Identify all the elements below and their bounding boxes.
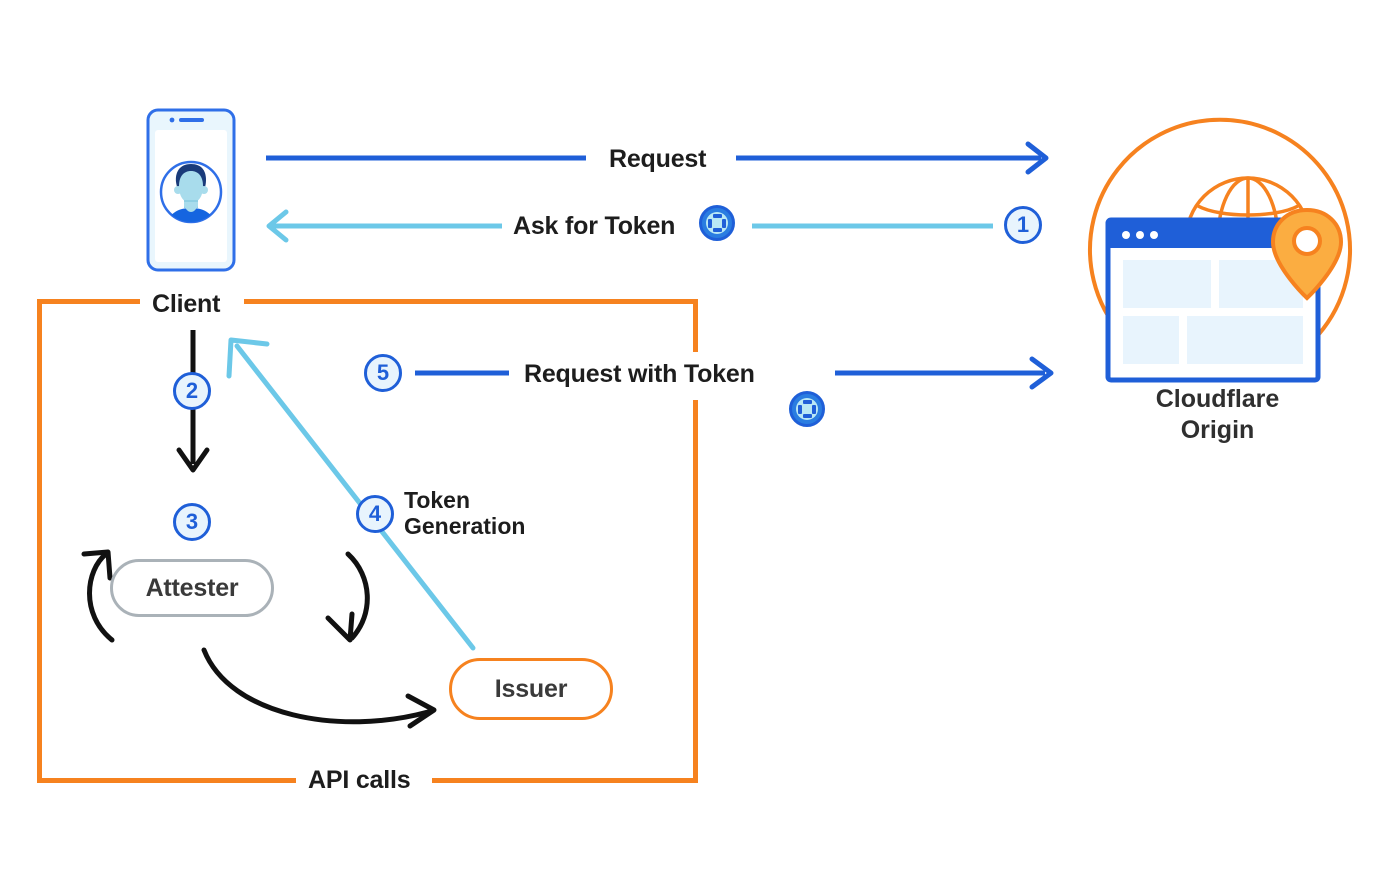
issuer-node[interactable]: Issuer	[449, 658, 613, 720]
step-number-2: 2	[173, 372, 211, 410]
step-number-1: 1	[1004, 206, 1042, 244]
token-dash-left	[708, 218, 712, 228]
request-arrow	[266, 140, 1056, 180]
token-icon-ask	[699, 205, 735, 241]
token-icon-inner	[706, 212, 728, 234]
request-label: Request	[609, 145, 707, 173]
api-box-gap-api-calls	[296, 774, 432, 792]
token-icon-inner	[796, 398, 818, 420]
ask-for-token-label: Ask for Token	[513, 212, 676, 240]
request-with-token-label: Request with Token	[524, 360, 755, 388]
token-dash-right	[722, 218, 726, 228]
client-label: Client	[152, 290, 221, 318]
token-dash-bottom	[802, 414, 812, 418]
api-box-gap-client	[140, 291, 244, 309]
token-dash-bottom	[712, 228, 722, 232]
api-calls-label: API calls	[308, 766, 411, 794]
origin-label-line2: Origin	[1180, 416, 1255, 445]
token-dash-left	[798, 404, 802, 414]
attestation-curved-arrows	[60, 530, 480, 740]
token-generation-label: Token Generation	[404, 487, 525, 540]
step-number-4: 4	[356, 495, 394, 533]
token-generation-line1: Token	[404, 487, 471, 513]
token-generation-line2: Generation	[404, 513, 526, 540]
token-dash-right	[812, 404, 816, 414]
origin-label-line1: Cloudflare	[1155, 385, 1280, 413]
token-dash-top	[802, 400, 812, 404]
request-with-token-arrow	[415, 355, 1060, 395]
step-number-5: 5	[364, 354, 402, 392]
cloudflare-origin-label: Cloudflare Origin	[1110, 384, 1325, 447]
attester-node[interactable]: Attester	[110, 559, 274, 617]
ask-for-token-arrow	[266, 206, 996, 246]
api-box-gap-request-token	[690, 352, 708, 400]
token-icon-request	[789, 391, 825, 427]
client-device-icon	[146, 108, 236, 272]
token-dash-top	[712, 214, 722, 218]
token-generation-arrow	[215, 330, 490, 655]
cloudflare-origin-icon	[1068, 110, 1368, 390]
step-number-3: 3	[173, 503, 211, 541]
